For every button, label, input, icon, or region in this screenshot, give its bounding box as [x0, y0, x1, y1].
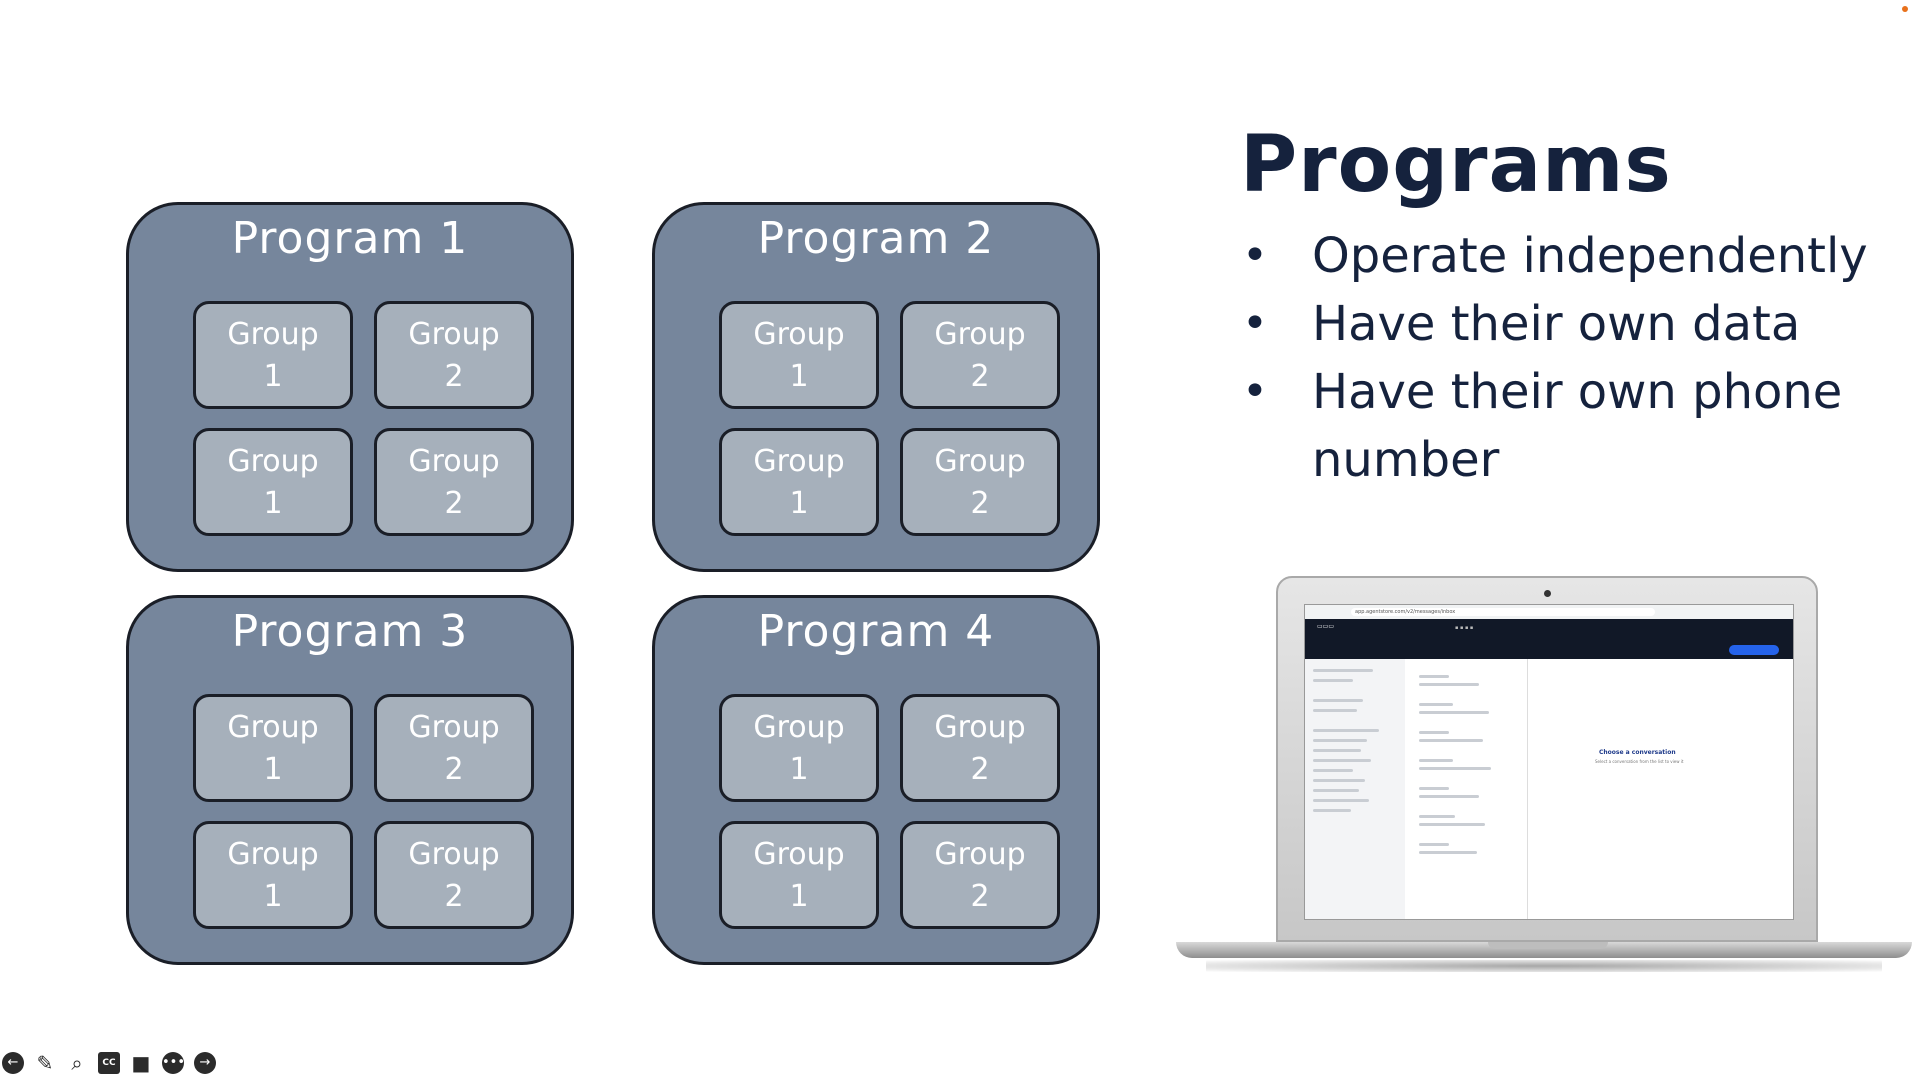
- laptop-shadow: [1206, 960, 1882, 972]
- bullet-list: Operate independently Have their own dat…: [1242, 222, 1882, 494]
- program-title: Program 1: [231, 213, 469, 264]
- program-title: Program 4: [757, 606, 995, 657]
- captions-icon[interactable]: CC: [98, 1052, 120, 1074]
- recording-indicator: [1902, 6, 1908, 12]
- app-logo: ▭▭▭: [1317, 623, 1335, 630]
- app-navbar: ▭▭▭ ▪ ▪ ▪ ▪: [1305, 619, 1793, 659]
- browser-url: app.agentstore.com/v2/messages/inbox: [1351, 608, 1655, 616]
- bullet-item: Have their own phone number: [1242, 358, 1882, 494]
- camera-icon[interactable]: ■: [131, 1051, 151, 1075]
- laptop-lid: app.agentstore.com/v2/messages/inbox ▭▭▭…: [1276, 576, 1818, 942]
- program-title: Program 2: [757, 213, 995, 264]
- laptop-illustration: app.agentstore.com/v2/messages/inbox ▭▭▭…: [1176, 576, 1912, 976]
- presenter-toolbar: ← ✎ ⌕ CC ■ ••• →: [2, 1052, 216, 1074]
- browser-bar: app.agentstore.com/v2/messages/inbox: [1305, 605, 1793, 620]
- slide-title: Programs: [1240, 120, 1672, 210]
- app-sidebar: [1305, 659, 1406, 919]
- back-icon[interactable]: ←: [2, 1052, 24, 1074]
- laptop-screen: app.agentstore.com/v2/messages/inbox ▭▭▭…: [1304, 604, 1794, 920]
- bullet-item: Have their own data: [1242, 290, 1882, 358]
- empty-chat-title: Choose a conversation: [1599, 749, 1676, 756]
- laptop-notch: [1488, 942, 1608, 949]
- zoom-icon[interactable]: ⌕: [71, 1051, 83, 1075]
- more-icon[interactable]: •••: [162, 1052, 185, 1074]
- conversation-list: [1405, 659, 1528, 919]
- empty-chat-subtitle: Select a conversation from the list to v…: [1595, 759, 1684, 764]
- laptop-base: [1176, 942, 1912, 958]
- camera-icon: [1544, 590, 1551, 597]
- program-title: Program 3: [231, 606, 469, 657]
- bullet-item: Operate independently: [1242, 222, 1882, 290]
- pen-icon[interactable]: ✎: [36, 1051, 54, 1075]
- app-action-button: [1729, 645, 1779, 655]
- forward-icon[interactable]: →: [194, 1052, 216, 1074]
- nav-items: ▪ ▪ ▪ ▪: [1455, 625, 1474, 631]
